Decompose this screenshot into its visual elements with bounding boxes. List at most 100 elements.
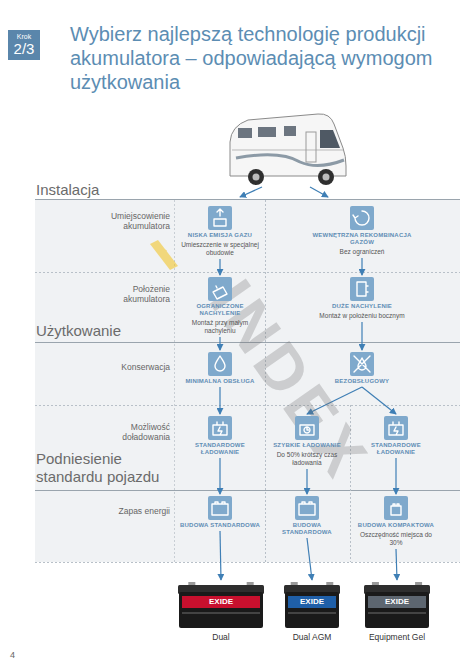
feature-pictogram — [208, 277, 232, 301]
battery-body: EXIDE — [284, 582, 340, 628]
icon-tile — [208, 416, 232, 440]
path-shape — [232, 150, 343, 151]
feature-icon: BUDOWA KOMPAKTOWA Oszczędność miejsca do … — [356, 496, 436, 547]
circle-shape — [323, 174, 330, 181]
icon-caption: NISKA EMISJA GAZU — [177, 232, 263, 239]
icon-tile — [350, 352, 374, 376]
feature-pictogram — [350, 206, 374, 230]
line-shape — [35, 405, 460, 406]
path-shape — [236, 155, 344, 166]
rect-shape — [288, 612, 336, 614]
icon-caption: BUDOWA KOMPAKTOWA — [356, 522, 436, 529]
feature-icon: SZYBKIE ŁADOWANIEDo 50% krótszy czas ład… — [268, 416, 346, 467]
path-shape — [162, 250, 166, 258]
feature-note: Montaż przy małym nachyleniu — [177, 319, 263, 335]
icon-glyph — [391, 504, 401, 515]
product-name: Dual AGM — [284, 632, 340, 642]
feature-icon: MINIMALNA OBSŁUGA — [177, 352, 263, 385]
rect-shape — [238, 128, 252, 138]
row-label: Położenie akumulatora — [85, 284, 170, 304]
rect-shape — [182, 612, 260, 614]
icon-glyph — [354, 356, 370, 372]
rect-shape — [258, 127, 276, 137]
icon-glyph — [389, 422, 403, 435]
circle-shape — [248, 169, 264, 185]
icon-tile — [295, 416, 319, 440]
feature-pictogram — [208, 206, 232, 230]
feature-icon: BUDOWA STANDARDOWA — [268, 496, 346, 536]
feature-pictogram — [384, 416, 408, 440]
feature-pictogram — [384, 496, 408, 520]
watermark-mark — [150, 240, 178, 270]
feature-note: Umieszczenie w specjalnej obudowie — [177, 241, 263, 257]
icon-caption: SZYBKIE ŁADOWANIE — [268, 442, 346, 449]
feature-pictogram — [350, 352, 374, 376]
icon-caption: MINIMALNA OBSŁUGA — [177, 378, 263, 385]
circle-shape — [318, 169, 334, 185]
icon-tile — [208, 277, 232, 301]
section-heading: Użytkowanie — [36, 322, 166, 339]
rect-shape — [368, 612, 426, 614]
feature-pictogram — [295, 416, 319, 440]
feature-pictogram — [208, 496, 232, 520]
icon-glyph — [299, 502, 315, 515]
icon-glyph — [300, 425, 314, 435]
step-word: Krok — [10, 33, 38, 41]
feature-icon: WEWNĘTRZNA REKOMBINACJA GAZÓWBez ogranic… — [300, 206, 424, 256]
feature-icon: STANDARDOWE ŁADOWANIE — [177, 416, 263, 456]
flow-arrow — [362, 387, 396, 414]
icon-tile — [384, 496, 408, 520]
icon-caption: OGRANICZONE NACHYLENIE — [177, 303, 263, 317]
line-shape — [174, 200, 175, 562]
feature-icon: OGRANICZONE NACHYLENIE Montaż przy małym … — [177, 277, 263, 335]
step-number: 2/3 — [10, 41, 38, 57]
feature-icon: BUDOWA STANDARDOWA — [177, 496, 263, 529]
icon-tile — [295, 496, 319, 520]
icon-tile — [384, 416, 408, 440]
path-shape — [150, 240, 178, 270]
feature-icon: DUŻE NACHYLENIEMontaż w położeniu boczny… — [300, 277, 424, 320]
rect-shape — [284, 126, 296, 136]
step-badge: Krok2/3 — [8, 30, 40, 60]
icon-caption: BUDOWA STANDARDOWA — [177, 522, 263, 529]
product-name: Equipment Gel — [364, 632, 430, 642]
page-title: Wybierz najlepszą technologię produkcji … — [70, 22, 465, 94]
feature-note: Montaż w położeniu bocznym — [300, 312, 424, 320]
icon-glyph — [212, 502, 228, 515]
battery-body: EXIDE — [178, 582, 264, 628]
feature-note: Oszczędność miejsca do 30% — [356, 531, 436, 547]
path-shape — [320, 130, 340, 148]
brand-logo: EXIDE — [178, 582, 264, 607]
page-number: 4 — [10, 650, 30, 661]
flow-arrow — [395, 458, 396, 494]
section-heading: Podniesienie standardu pojazdu — [36, 450, 171, 486]
battery-body: EXIDE — [364, 582, 430, 628]
feature-pictogram — [350, 277, 374, 301]
flow-arrow — [220, 531, 221, 580]
icon-caption: STANDARDOWE ŁADOWANIE — [356, 442, 436, 456]
icon-caption: WEWNĘTRZNA REKOMBINACJA GAZÓW — [300, 232, 424, 246]
icon-caption: STANDARDOWE ŁADOWANIE — [177, 442, 263, 456]
rect-shape — [35, 200, 460, 562]
path-shape — [230, 114, 346, 176]
row-label: Konserwacja — [85, 362, 170, 372]
feature-icon: NISKA EMISJA GAZU Umieszczenie w specjaln… — [177, 206, 263, 257]
product-name: Dual — [178, 632, 264, 642]
feature-icon: STANDARDOWE ŁADOWANIE — [356, 416, 436, 456]
circle-shape — [253, 174, 260, 181]
icon-caption: BEZOBSŁUGOWY — [300, 378, 424, 385]
icon-glyph — [213, 286, 227, 299]
flow-arrow — [307, 538, 312, 580]
flow-arrow — [396, 549, 397, 580]
flow-arrow — [361, 322, 362, 350]
battery-product: EXIDE Equipment Gel — [364, 582, 430, 642]
icon-glyph — [214, 209, 226, 226]
row-label: Zapas energii — [85, 506, 170, 516]
icon-caption: BUDOWA STANDARDOWA — [268, 522, 346, 536]
line-shape — [240, 187, 262, 197]
feature-pictogram — [208, 416, 232, 440]
feature-pictogram — [295, 496, 319, 520]
icon-glyph — [215, 356, 225, 371]
line-shape — [35, 199, 460, 200]
